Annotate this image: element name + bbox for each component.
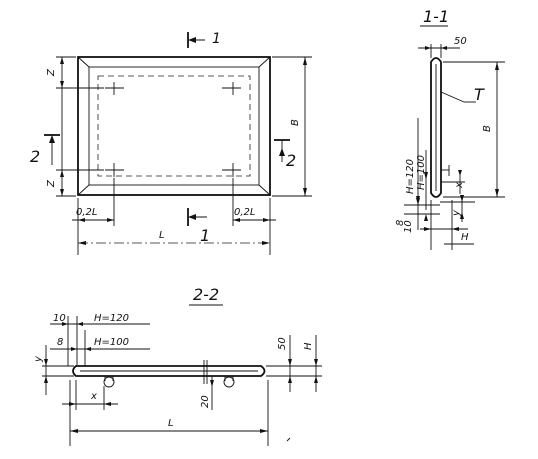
section-2-2: 2-2 10 8 H=120 H=100 y (33, 285, 322, 446)
section-mark-2-right-label: 2 (286, 151, 296, 170)
section-2-2-slab (72, 365, 266, 377)
section-1-1-dim-10: 10 (403, 220, 414, 233)
section-mark-2-right: 2 (274, 139, 296, 170)
dim-z-bottom-label: Z (46, 179, 57, 188)
section-1-1-dim-h100: H=100 (416, 155, 427, 190)
slab-outer-outline (77, 56, 271, 196)
slab-inner-outline (88, 66, 260, 186)
dim-z-top-label: Z (46, 68, 57, 77)
section-2-2-dim-20: 20 (200, 395, 211, 408)
section-2-2-dim-l: L (168, 418, 174, 429)
dim-l-plan: L (78, 230, 270, 245)
dim-02l: 0,2L 0,2L (72, 178, 276, 255)
dim-b-plan-label: B (290, 119, 301, 126)
section-1-1-dim-x: x (454, 182, 465, 189)
dim-02l-right-label: 0,2L (234, 207, 255, 218)
section-2-2-dim-h120: H=120 (94, 313, 129, 324)
section-mark-2-left-label: 2 (30, 147, 40, 166)
section-2-2-title: 2-2 (193, 285, 219, 304)
section-mark-1-top: 1 (187, 31, 221, 48)
section-2-2-dim-h100: H=100 (94, 337, 129, 348)
section-2-2-dim-h: H (303, 342, 314, 350)
section-mark-2-left: 2 (30, 134, 60, 166)
section-1-1-dim-h: H (461, 232, 469, 243)
dim-b-plan: B (272, 56, 312, 197)
section-2-2-dim-y: y (33, 355, 44, 363)
section-1-1-title: 1-1 (423, 7, 449, 26)
section-2-2-dim-x: x (90, 391, 97, 402)
section-1-1-dim-8: 8 (395, 220, 406, 226)
section-1-1-dim-b: B (482, 125, 493, 132)
plan-view: 1 1 2 2 (30, 31, 312, 255)
section-mark-1-bottom-label: 1 (200, 226, 210, 245)
section-1-1-dim-h120: H=120 (405, 159, 416, 194)
section-1-1-dim-y: y (451, 209, 462, 217)
section-2-2-loop-right (223, 376, 235, 388)
section-2-2-dim-8: 8 (57, 337, 63, 348)
section-2-2-loop-left (103, 376, 115, 388)
lifting-loop-marks (105, 82, 241, 177)
section-1-1-dim-50: 50 (454, 36, 467, 47)
dim-z-left: Z Z (46, 56, 104, 197)
section-1-1-leader-t: T (474, 85, 485, 104)
reinforcement-hidden-outline (97, 75, 251, 177)
section-1-1: 1-1 50 T B x H=120 (395, 7, 505, 250)
section-2-2-dim-50: 50 (277, 337, 288, 350)
dim-02l-left-label: 0,2L (76, 207, 97, 218)
section-mark-1-bottom: 1 (187, 208, 210, 245)
dim-l-plan-label: L (159, 230, 165, 241)
section-1-1-slab (430, 57, 442, 198)
section-mark-1-top-label: 1 (212, 31, 221, 47)
section-2-2-dim-10: 10 (53, 313, 66, 324)
